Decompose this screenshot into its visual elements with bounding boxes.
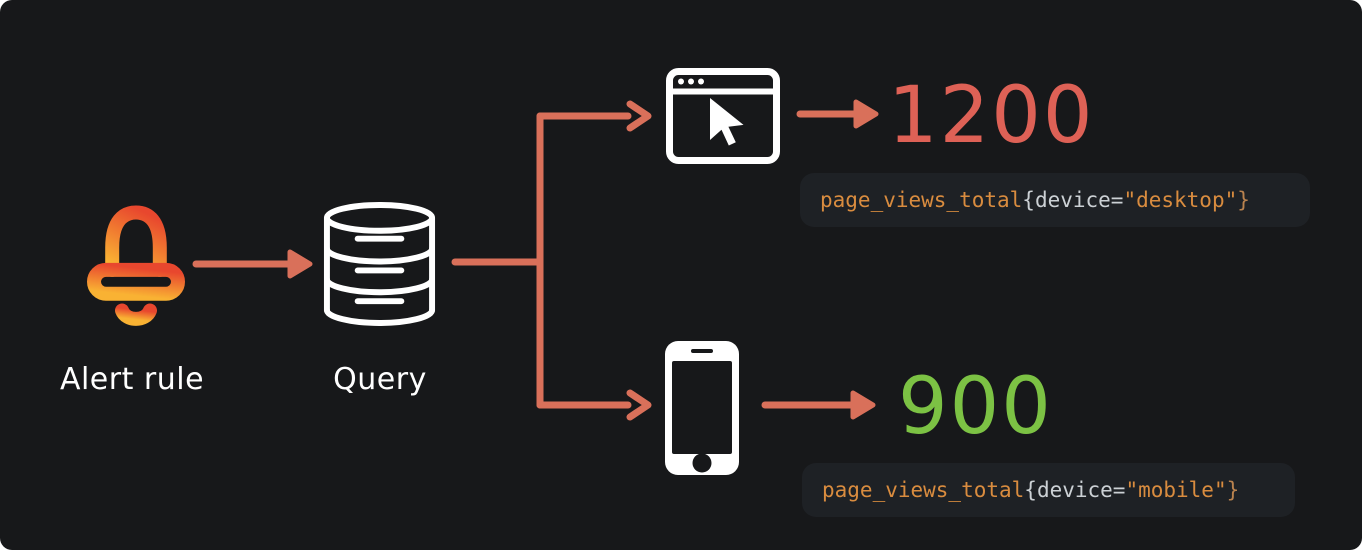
code-selector-close: } [1226,478,1240,502]
code-metric-name: page_views_total [822,478,1025,502]
arrow-alert-to-query [192,249,313,279]
browser-dot-icon [678,78,684,85]
cursor-icon [710,98,744,146]
branch-split-lines [451,100,652,421]
code-label-value: "mobile" [1125,478,1227,502]
browser-dot-icon [698,78,704,85]
arrow-phone-to-value [761,390,876,420]
code-metric-name: page_views_total [820,188,1023,212]
mobile-query-code: page_views_total{device="mobile"} [802,463,1295,517]
code-selector-open: {device= [1024,478,1126,502]
phone-icon [665,341,739,475]
phone-home-button-icon [692,453,712,473]
chevron-arrowhead-top [626,100,652,132]
database-icon [323,202,436,326]
code-selector-open: {device= [1022,188,1124,212]
arrow-browser-to-value [796,99,879,129]
desktop-series-value: 1200 [888,71,1095,161]
phone-speaker-icon [691,349,713,353]
bell-icon [87,185,185,326]
browser-dot-icon [688,78,694,85]
browser-icon [666,68,780,164]
query-label: Query [333,362,427,397]
alert-rule-label: Alert rule [59,362,205,397]
desktop-query-code: page_views_total{device="desktop"} [800,173,1310,227]
code-selector-close: } [1237,188,1250,212]
chevron-arrowhead-bottom [626,389,652,421]
code-label-value: "desktop" [1123,188,1238,212]
mobile-series-value: 900 [898,362,1053,452]
